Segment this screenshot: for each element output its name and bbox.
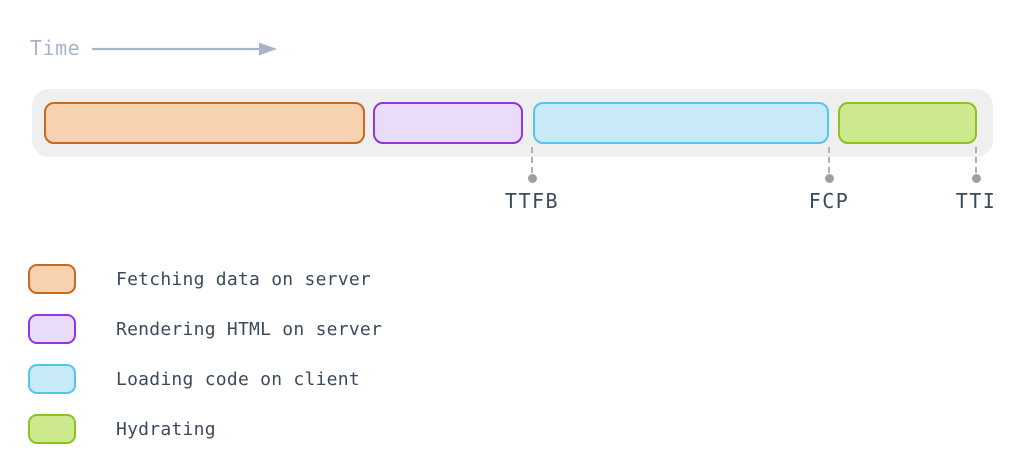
legend-swatch-fetching-data-on-server [28, 264, 76, 294]
legend-item-loading-code-on-client: Loading code on client [28, 364, 382, 394]
phase-bar-fetching-data-on-server [44, 102, 365, 144]
legend-swatch-hydrating [28, 414, 76, 444]
marker-dashed-line [531, 147, 533, 173]
phase-bar-loading-code-on-client [533, 102, 829, 144]
right-arrow-icon [92, 42, 278, 56]
legend-label: Loading code on client [116, 368, 360, 390]
legend-item-fetching-data-on-server: Fetching data on server [28, 264, 382, 294]
legend-swatch-rendering-html-on-server [28, 314, 76, 344]
marker-dot [527, 174, 537, 183]
legend: Fetching data on server Rendering HTML o… [28, 264, 382, 464]
legend-label: Fetching data on server [116, 268, 371, 290]
marker-dashed-line [975, 147, 977, 173]
phase-bar-hydrating [838, 102, 977, 144]
legend-item-rendering-html-on-server: Rendering HTML on server [28, 314, 382, 344]
marker-dot [824, 174, 834, 183]
marker-label-fcp: FCP [808, 189, 850, 213]
phase-bar-rendering-html-on-server [373, 102, 523, 144]
legend-item-hydrating: Hydrating [28, 414, 382, 444]
marker-label-ttfb: TTFB [504, 189, 560, 213]
legend-label: Hydrating [116, 418, 216, 440]
time-axis: Time [30, 36, 278, 60]
marker-dot [971, 174, 981, 183]
time-axis-label: Time [30, 36, 81, 60]
marker-label-tti: TTI [955, 189, 997, 213]
marker-dashed-line [828, 147, 830, 173]
timeline-track [32, 89, 993, 157]
legend-swatch-loading-code-on-client [28, 364, 76, 394]
legend-label: Rendering HTML on server [116, 318, 383, 340]
